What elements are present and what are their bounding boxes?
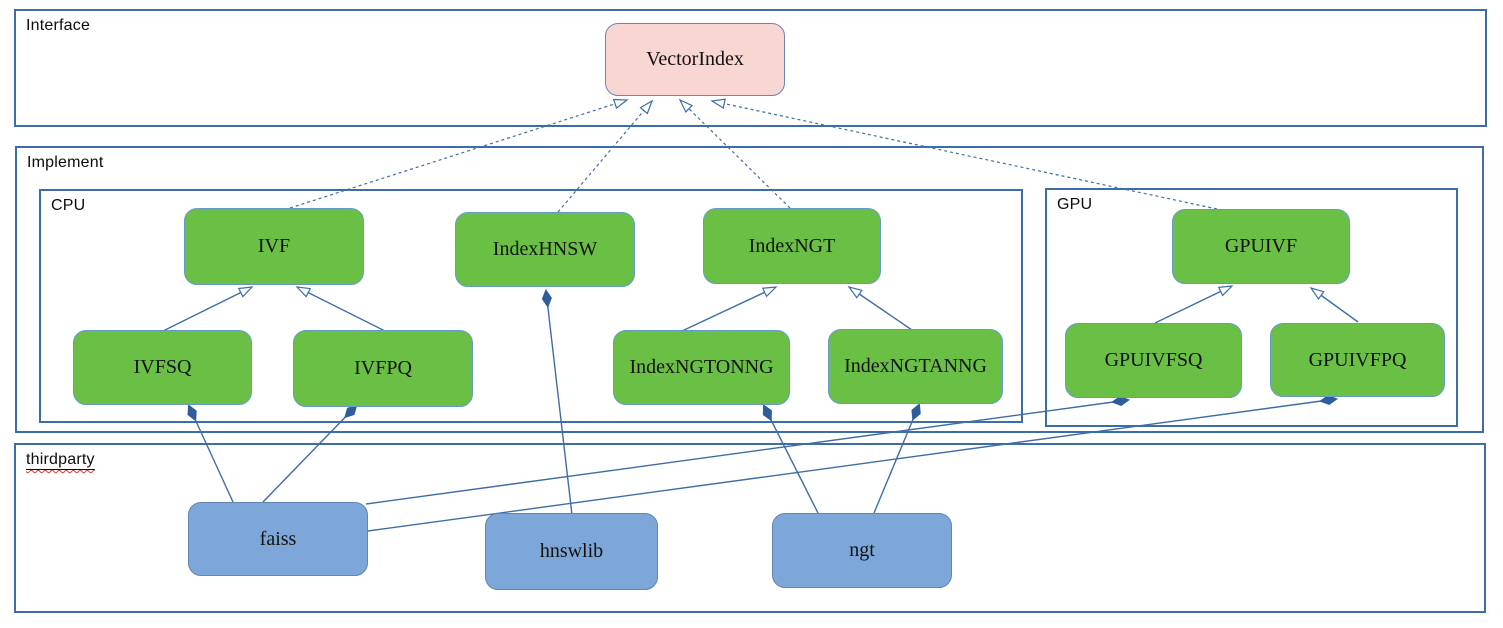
node-indexngt: IndexNGT bbox=[703, 208, 881, 284]
node-ivf-label: IVF bbox=[257, 235, 291, 257]
node-ngt: ngt bbox=[772, 513, 952, 588]
node-gpuivf-label: GPUIVF bbox=[1224, 235, 1298, 257]
container-thirdparty-label-text: thirdparty bbox=[26, 451, 95, 468]
node-indexngtanng: IndexNGTANNG bbox=[828, 329, 1003, 404]
node-ivfpq-label: IVFPQ bbox=[354, 357, 412, 379]
node-gpuivfpq: GPUIVFPQ bbox=[1270, 323, 1445, 397]
node-ivf: IVF bbox=[184, 208, 364, 285]
container-gpu-label: GPU bbox=[1057, 196, 1093, 213]
container-cpu-label: CPU bbox=[51, 197, 86, 214]
node-indexhnsw: IndexHNSW bbox=[455, 212, 635, 287]
node-indexhnsw-label: IndexHNSW bbox=[492, 238, 598, 260]
node-indexngtonng-label: IndexNGTONNG bbox=[629, 356, 774, 378]
container-interface-label: Interface bbox=[26, 17, 91, 34]
container-thirdparty-label: thirdparty bbox=[26, 451, 95, 469]
node-gpuivfsq-label: GPUIVFSQ bbox=[1104, 349, 1203, 371]
node-indexngt-label: IndexNGT bbox=[748, 234, 836, 257]
node-hnswlib-label: hnswlib bbox=[539, 540, 604, 562]
node-hnswlib: hnswlib bbox=[485, 513, 658, 590]
container-implement-label: Implement bbox=[27, 154, 104, 171]
node-vectorindex: VectorIndex bbox=[605, 23, 785, 96]
node-faiss: faiss bbox=[188, 502, 368, 576]
node-ivfsq: IVFSQ bbox=[73, 330, 252, 405]
node-ivfsq-label: IVFSQ bbox=[133, 356, 192, 378]
node-ngt-label: ngt bbox=[849, 539, 875, 561]
node-gpuivfsq: GPUIVFSQ bbox=[1065, 323, 1242, 398]
node-vectorindex-label: VectorIndex bbox=[646, 48, 744, 70]
node-indexngtanng-label: IndexNGTANNG bbox=[844, 355, 987, 377]
node-gpuivf: GPUIVF bbox=[1172, 209, 1350, 284]
node-indexngtonng: IndexNGTONNG bbox=[613, 330, 790, 405]
node-faiss-label: faiss bbox=[259, 527, 297, 550]
node-gpuivfpq-label: GPUIVFPQ bbox=[1308, 348, 1407, 371]
node-ivfpq: IVFPQ bbox=[293, 330, 473, 407]
